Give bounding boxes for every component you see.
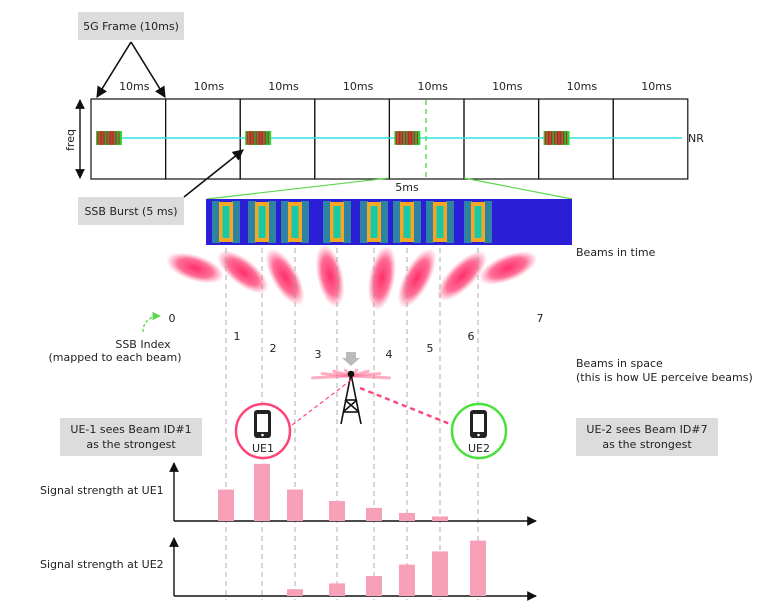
beam-index-labels: 0 1 2 3 4 5 6 7: [169, 312, 544, 361]
freq-axis: freq: [64, 99, 85, 179]
frame-duration: 10ms: [119, 80, 150, 93]
base-station: [311, 352, 391, 425]
signal-bar: [287, 489, 303, 521]
ssb-block: [464, 201, 492, 243]
beam-index-2: 2: [270, 342, 277, 355]
signal-bar: [254, 463, 270, 521]
beam-lobe: [436, 250, 488, 302]
frame-label-box: 5G Frame (10ms): [78, 12, 184, 40]
ue1-bars: [218, 463, 448, 521]
beams-in-time-label: Beams in time: [576, 246, 656, 259]
beam-lobe: [265, 248, 305, 306]
ue2-signal-chart: Signal strength at UE2: [40, 537, 537, 601]
burst-label: SSB Burst (5 ms): [84, 205, 177, 218]
zoom-indicator: 5ms: [206, 100, 573, 200]
beam-guides: [225, 248, 479, 600]
ssb-strips: [96, 131, 570, 145]
ssb-strip: [96, 131, 122, 145]
ue2-note-line1: UE-2 sees Beam ID#7: [586, 423, 707, 436]
frame-box: [165, 98, 241, 180]
burst-duration-label: 5ms: [395, 181, 419, 194]
beam-lobe: [217, 250, 269, 294]
frame-duration: 10ms: [641, 80, 672, 93]
ue2-note: UE-2 sees Beam ID#7 as the strongest: [576, 418, 718, 456]
ssb-block: [212, 201, 240, 243]
frame-label: 5G Frame (10ms): [83, 20, 179, 33]
ue1-note-line2: as the strongest: [86, 438, 176, 451]
beam-index-5: 5: [427, 342, 434, 355]
signal-bar: [399, 564, 415, 596]
ssb-block: [393, 201, 421, 243]
ue2-device: UE2: [450, 402, 508, 460]
down-arrow-icon: [342, 352, 360, 366]
ssb-index-subtitle: (mapped to each beam): [48, 351, 181, 364]
beam-lobe: [367, 245, 397, 311]
ssb-block: [360, 201, 388, 243]
frame-duration: 10ms: [417, 80, 448, 93]
frame-duration: 10ms: [343, 80, 374, 93]
ssb-index-note: SSB Index (mapped to each beam): [48, 311, 182, 364]
ssb-strip: [394, 131, 421, 145]
beam-lobe: [397, 248, 437, 308]
ssb-block: [323, 201, 351, 243]
ue2-label: UE2: [468, 442, 490, 455]
burst-label-box: SSB Burst (5 ms): [78, 149, 244, 225]
beam-index-0: 0: [169, 312, 176, 325]
ssb-burst-bar: [206, 199, 572, 245]
frame-duration: 10ms: [492, 80, 523, 93]
beam-index-1: 1: [234, 330, 241, 343]
beam-index-3: 3: [315, 348, 322, 361]
ue1-link: [282, 379, 352, 433]
ue1-label: UE1: [252, 442, 274, 455]
signal-bar: [366, 507, 382, 521]
frame-row: [90, 98, 689, 180]
frame-duration: 10ms: [268, 80, 299, 93]
signal-bar: [329, 501, 345, 521]
beam-index-4: 4: [386, 348, 393, 361]
ssb-index-title: SSB Index: [115, 338, 171, 351]
ue1-device: UE1: [234, 402, 292, 460]
beam-lobes: [166, 244, 538, 311]
frame-box: [314, 98, 390, 180]
signal-bar: [218, 489, 234, 521]
frame-pointer: [96, 41, 166, 98]
ue1-signal-chart: Signal strength at UE1: [40, 462, 537, 526]
signal-bar: [432, 551, 448, 596]
nr-label: NR: [688, 132, 704, 145]
ue1-signal-label: Signal strength at UE1: [40, 484, 164, 497]
ue1-note: UE-1 sees Beam ID#1 as the strongest: [60, 418, 202, 456]
ssb-block: [248, 201, 276, 243]
ssb-strip: [245, 131, 272, 145]
beam-index-6: 6: [468, 330, 475, 343]
beams-in-space-title: Beams in space: [576, 357, 663, 370]
frame-box: [463, 98, 540, 180]
ssb-block: [426, 201, 454, 243]
frame-duration: 10ms: [567, 80, 598, 93]
ue1-note-line1: UE-1 sees Beam ID#1: [70, 423, 191, 436]
frame-box: [612, 98, 689, 180]
ue2-note-line2: as the strongest: [602, 438, 692, 451]
signal-bar: [366, 576, 382, 596]
ssb-block: [281, 201, 309, 243]
signal-bar: [287, 589, 303, 596]
beam-lobe: [315, 244, 345, 308]
ue2-signal-label: Signal strength at UE2: [40, 558, 164, 571]
ue2-link: [359, 386, 461, 430]
beam-lobe: [166, 252, 224, 284]
signal-bar: [399, 513, 415, 521]
beams-in-space-subtitle: (this is how UE perceive beams): [576, 371, 753, 384]
signal-bar: [329, 583, 345, 596]
tower-icon: [340, 370, 362, 425]
beam-lobe: [478, 251, 538, 285]
signal-bar: [470, 540, 486, 596]
frame-duration-labels: 10ms 10ms 10ms 10ms 10ms 10ms 10ms 10ms: [119, 80, 672, 93]
frame-duration: 10ms: [194, 80, 225, 93]
signal-bar: [432, 516, 448, 521]
beam-index-7: 7: [537, 312, 544, 325]
ssb-strip: [543, 131, 570, 145]
ue2-bars: [287, 540, 486, 596]
freq-label: freq: [64, 129, 77, 151]
